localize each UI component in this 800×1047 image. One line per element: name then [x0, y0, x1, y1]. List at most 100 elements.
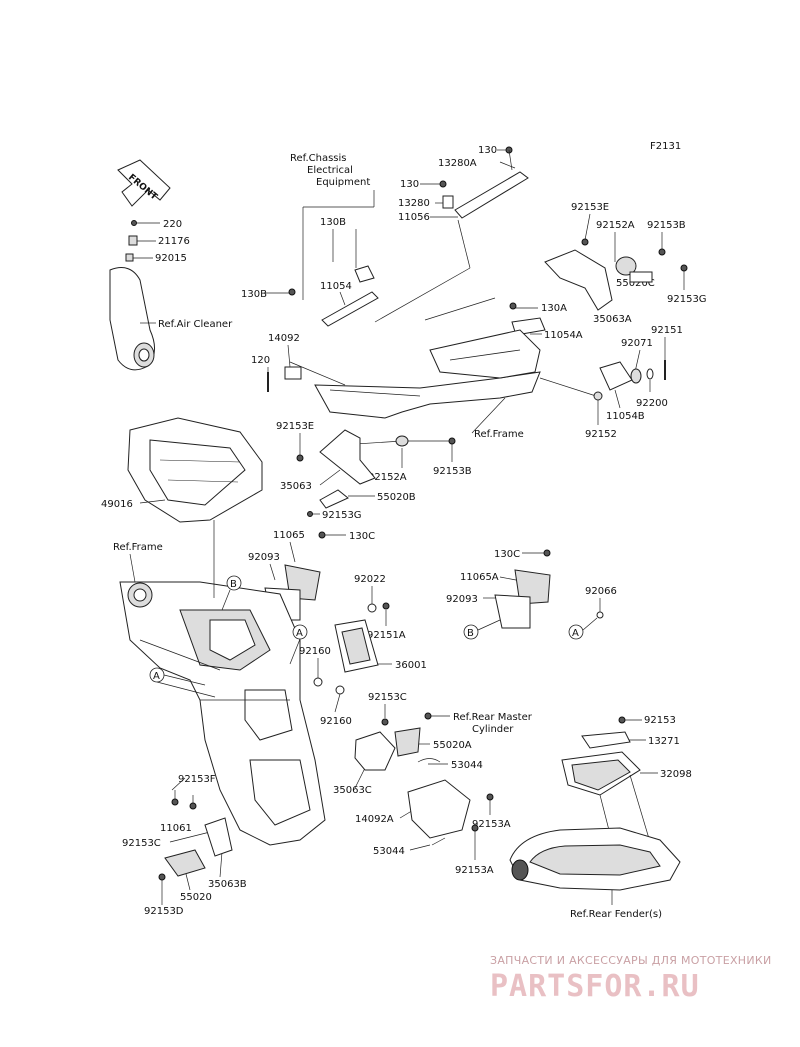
ref-frame-2: Ref.Frame [113, 542, 163, 553]
part-92153c-b: 92153C [122, 838, 161, 849]
part-130a: 130A [541, 303, 567, 314]
part-11056: 11056 [398, 212, 430, 223]
part-220: 220 [163, 219, 182, 230]
part-53044-b: 53044 [373, 846, 405, 857]
part-92153f: 92153F [178, 774, 216, 785]
svg-text:B: B [230, 579, 237, 590]
part-35063b: 35063B [208, 879, 247, 890]
part-35063: 35063 [280, 481, 312, 492]
callout-b-2: B [463, 624, 479, 640]
part-92160-b: 92160 [320, 716, 352, 727]
part-49016: 49016 [101, 499, 133, 510]
ref-rear-fender: Ref.Rear Fender(s) [570, 909, 662, 920]
ref-air-cleaner: Ref.Air Cleaner [158, 319, 233, 330]
main-frame [119, 581, 326, 846]
part-13271: 13271 [648, 736, 680, 747]
part-11061: 11061 [160, 823, 192, 834]
part-11054: 11054 [320, 281, 352, 292]
bracket-35063a [544, 238, 688, 311]
part-13280: 13280 [398, 198, 430, 209]
part-55020a: 55020A [433, 740, 472, 751]
part-13280a: 13280A [438, 158, 477, 169]
part-92151: 92151 [651, 325, 683, 336]
part-92160-a: 92160 [299, 646, 331, 657]
plate-55020 [164, 849, 206, 877]
part-120: 120 [251, 355, 270, 366]
watermark-tagline: ЗАПЧАСТИ И АКСЕССУАРЫ ДЛЯ МОТОТЕХНИКИ [490, 954, 772, 967]
part-14092a: 14092A [355, 814, 394, 825]
part-11065: 11065 [273, 530, 305, 541]
part-92153a-b: 92153A [455, 865, 494, 876]
part-92066: 92066 [585, 586, 617, 597]
part-130b-b: 130B [241, 289, 267, 300]
part-130-b: 130 [400, 179, 419, 190]
part-35063a: 35063A [593, 314, 632, 325]
bracket-11056 [439, 146, 529, 219]
part-92153e-a: 92153E [571, 202, 609, 213]
part-92152: 92152 [585, 429, 617, 440]
part-11054a: 11054A [544, 330, 583, 341]
ref-chassis-line2: Electrical [307, 165, 353, 176]
rear-fender [509, 827, 681, 891]
part-92152a-a: 92152A [596, 220, 635, 231]
part-130c-a: 130C [349, 531, 375, 542]
bracket-35063b [204, 817, 233, 857]
ref-rear-master-line2: Cylinder [472, 724, 514, 735]
part-53044-a: 53044 [451, 760, 483, 771]
ref-chassis-line1: Ref.Chassis [290, 153, 346, 164]
part-92153c-a: 92153C [368, 692, 407, 703]
callout-a-3: A [568, 624, 584, 640]
part-21176: 21176 [158, 236, 190, 247]
svg-text:A: A [153, 671, 160, 682]
svg-text:A: A [572, 628, 579, 639]
part-55020c: 55020C [616, 278, 655, 289]
part-130-a: 130 [478, 145, 497, 156]
part-92153b-b: 92153B [433, 466, 472, 477]
part-92153d: 92153D [144, 906, 184, 917]
fairing-49016 [127, 417, 263, 523]
part-92153e-b: 92153E [276, 421, 314, 432]
svg-text:A: A [296, 628, 303, 639]
tray-32098 [561, 751, 641, 796]
part-92153g-b: 92153G [322, 510, 362, 521]
svg-text:B: B [467, 628, 474, 639]
part-92015: 92015 [155, 253, 187, 264]
part-35063c: 35063C [333, 785, 372, 796]
part-11065a: 11065A [460, 572, 499, 583]
bracket-11054 [321, 291, 379, 327]
callout-b-1: B [226, 575, 242, 591]
part-92153b-a: 92153B [647, 220, 686, 231]
seat-frame [314, 329, 541, 419]
watermark: ЗАПЧАСТИ И АКСЕССУАРЫ ДЛЯ МОТОТЕХНИКИ PA… [490, 954, 772, 1004]
figure-code: F2131 [650, 141, 681, 152]
part-130b-a: 130B [320, 217, 346, 228]
part-36001: 36001 [395, 660, 427, 671]
part-14092: 14092 [268, 333, 300, 344]
front-arrow-icon: FRONT [117, 159, 171, 207]
part-32098: 32098 [660, 769, 692, 780]
part-92093-a: 92093 [248, 552, 280, 563]
part-92093-b: 92093 [446, 594, 478, 605]
part-92071: 92071 [621, 338, 653, 349]
part-92200: 92200 [636, 398, 668, 409]
part-55020: 55020 [180, 892, 212, 903]
bracket-35063 [296, 429, 456, 517]
part-92153g-a: 92153G [667, 294, 707, 305]
watermark-logo: PARTSFOR.RU [490, 969, 700, 1004]
bracket-35063c [354, 731, 396, 771]
part-92153a-a: 92153A [472, 819, 511, 830]
callout-a-1: A [149, 667, 165, 683]
ref-chassis-line3: Equipment [316, 177, 370, 188]
part-55020b: 55020B [377, 492, 416, 503]
part-92152a-b: 92152A [368, 472, 407, 483]
air-cleaner-duct [109, 267, 155, 371]
ref-rear-master-line1: Ref.Rear Master [453, 712, 533, 723]
part-92151a: 92151A [367, 630, 406, 641]
ref-frame-1: Ref.Frame [474, 429, 524, 440]
part-92022: 92022 [354, 574, 386, 585]
part-11054b: 11054B [606, 411, 645, 422]
part-130c-b: 130C [494, 549, 520, 560]
callout-a-2: A [292, 624, 308, 640]
cover-14092a [407, 779, 471, 839]
